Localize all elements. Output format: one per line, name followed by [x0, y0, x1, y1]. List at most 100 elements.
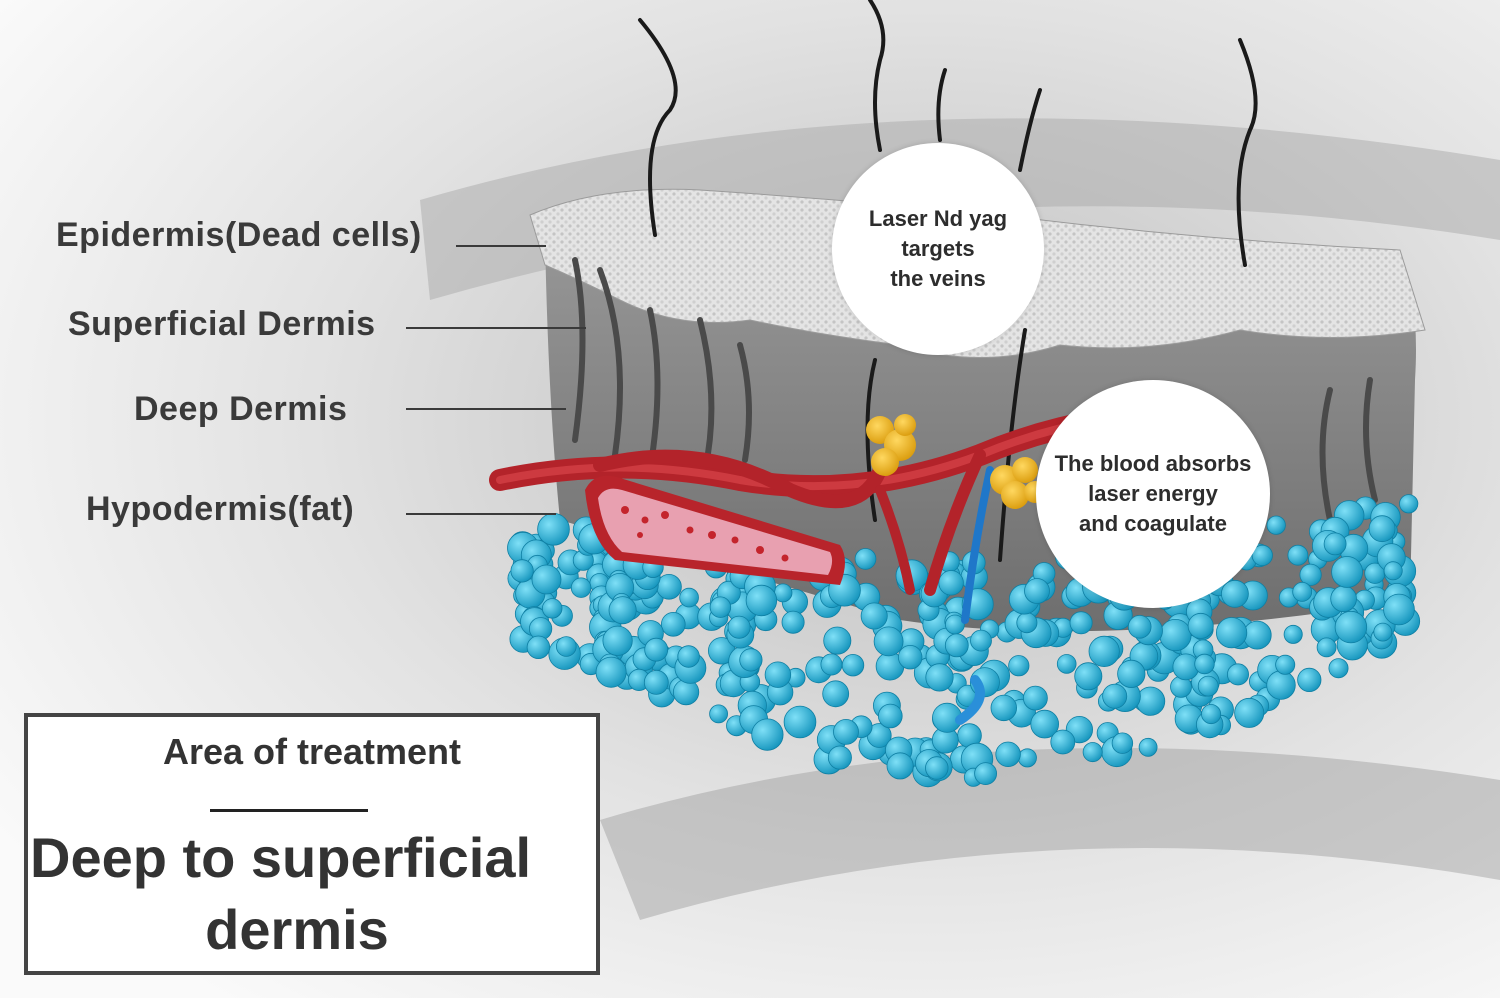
fat-cell	[877, 703, 903, 729]
fat-cell	[938, 570, 964, 596]
fat-cell	[1283, 624, 1303, 644]
leader-deep-dermis	[406, 408, 566, 410]
fat-cell	[1030, 709, 1059, 739]
treatment-area-line-1: Deep to superficial	[30, 826, 532, 889]
fat-cell	[1242, 620, 1272, 650]
fat-cell	[1194, 653, 1215, 675]
fat-cell	[1197, 675, 1219, 697]
fat-cell	[1127, 614, 1152, 639]
fat-cell	[764, 661, 792, 688]
fat-cell	[1111, 732, 1134, 754]
coagulation-spots	[866, 414, 1046, 509]
fat-cell	[1074, 662, 1103, 691]
fat-cell	[1017, 748, 1037, 768]
fat-cell	[1275, 654, 1296, 675]
blood-callout-line-2: laser energy	[1088, 481, 1218, 506]
fat-cell	[1136, 686, 1166, 716]
fat-cell	[1102, 683, 1128, 709]
fat-cell	[709, 596, 732, 618]
fat-cell	[898, 645, 923, 670]
fat-cell	[751, 718, 784, 751]
treatment-divider	[210, 809, 368, 812]
fat-cell	[1008, 655, 1030, 677]
fat-cell	[925, 663, 954, 692]
fat-cell	[1287, 544, 1309, 566]
fat-cell	[644, 637, 669, 662]
laser-callout-line-3: the veins	[890, 266, 986, 291]
fat-cell	[1251, 544, 1273, 567]
fat-cell	[860, 602, 888, 630]
fat-cell	[537, 512, 570, 546]
label-epidermis: Epidermis(Dead cells)	[56, 216, 422, 254]
fat-cell	[854, 548, 877, 570]
fat-cell	[1368, 515, 1396, 543]
fat-cell	[833, 719, 859, 745]
fat-cell	[1056, 654, 1077, 674]
fat-cell	[745, 584, 778, 617]
fat-cell	[1050, 729, 1076, 755]
fat-cell	[1399, 494, 1419, 514]
fat-cell	[1159, 618, 1192, 652]
blood-callout-line-3: and coagulate	[1079, 511, 1227, 536]
open-vessel-cutaway	[585, 475, 845, 585]
fat-cell	[886, 752, 914, 780]
laser-callout-line-1: Laser Nd yag	[868, 206, 1008, 231]
fat-cell	[823, 626, 852, 655]
treatment-area-line-2: dermis	[205, 898, 389, 961]
label-superficial-dermis: Superficial Dermis	[68, 305, 376, 343]
fat-cell	[643, 670, 669, 695]
treatment-heading: Area of treatment	[162, 731, 462, 772]
treatment-area-box: Area of treatment Deep to superficial de…	[24, 713, 600, 975]
leader-epidermis	[456, 245, 546, 247]
fat-cell	[660, 611, 686, 637]
fat-cell	[841, 654, 865, 677]
fat-cell	[672, 678, 700, 706]
fat-cell	[1266, 670, 1296, 700]
fat-cell	[1016, 612, 1038, 634]
leader-superficial-dermis	[406, 327, 586, 329]
fat-cell	[925, 756, 949, 780]
fat-cell	[1187, 612, 1214, 639]
fat-cell	[1082, 742, 1103, 763]
fat-cell	[873, 626, 904, 657]
fat-cell	[595, 656, 627, 688]
fat-cell	[1323, 532, 1347, 556]
fat-cell	[1023, 685, 1048, 711]
fat-cell	[1266, 515, 1286, 535]
fat-cell	[555, 636, 577, 657]
fat-cell	[526, 635, 551, 660]
fat-cell	[990, 694, 1018, 722]
fat-cell	[531, 564, 562, 595]
blood-callout-line-1: The blood absorbs	[1054, 451, 1252, 476]
fat-cell	[1227, 663, 1250, 686]
fat-cell	[679, 587, 699, 608]
fat-cell	[970, 629, 992, 652]
fat-cell	[1221, 579, 1249, 608]
fat-cell	[1316, 637, 1337, 658]
leader-hypodermis	[406, 513, 556, 515]
fat-cell	[1117, 659, 1146, 689]
label-deep-dermis: Deep Dermis	[134, 390, 348, 428]
fat-cell	[1234, 697, 1265, 728]
fat-cell	[739, 648, 763, 672]
fat-cell	[944, 633, 969, 658]
fat-cell	[783, 705, 817, 739]
fat-cell	[1216, 617, 1248, 649]
fat-cell	[1138, 737, 1158, 757]
label-hypodermis: Hypodermis(fat)	[86, 490, 355, 528]
fat-cell	[1069, 611, 1093, 635]
fat-cell	[1331, 556, 1363, 588]
fat-cell	[1024, 578, 1050, 604]
fat-cell	[1088, 635, 1120, 668]
fat-cell	[781, 610, 805, 634]
fat-cell	[995, 741, 1021, 768]
fat-cell	[727, 615, 751, 639]
fat-cell	[1297, 667, 1322, 693]
fat-cell	[570, 577, 592, 598]
fat-cell	[1334, 610, 1368, 644]
fat-cell	[1201, 704, 1222, 725]
lower-eyelid-shadow	[600, 748, 1500, 920]
fat-cell	[709, 704, 728, 724]
fat-cell	[827, 745, 852, 770]
fat-cell	[1373, 622, 1393, 642]
